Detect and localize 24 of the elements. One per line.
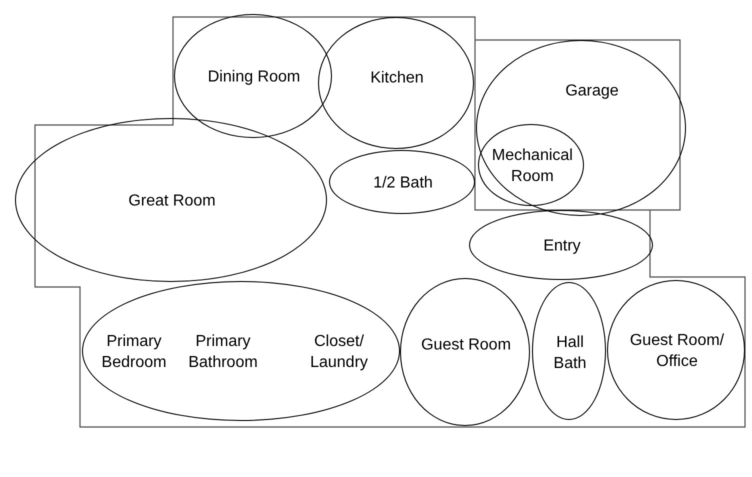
room-label: 1/2 Bath [372, 174, 434, 194]
room-label: Kitchen [369, 68, 425, 88]
room-bubble [400, 278, 530, 426]
room-label: Great Room [127, 192, 217, 212]
room-label: Primary Bedroom [100, 332, 168, 373]
room-label: Guest Room/ Office [628, 331, 726, 372]
room-label: Entry [542, 236, 582, 256]
room-label: Primary Bathroom [187, 332, 259, 373]
room-bubble [478, 124, 584, 206]
room-bubble [469, 210, 653, 280]
room-label: Closet/ Laundry [309, 332, 369, 373]
room-bubble [15, 118, 327, 282]
room-bubble [318, 17, 474, 149]
room-bubble [174, 14, 332, 138]
room-bubble [82, 281, 400, 421]
room-bubble [607, 280, 745, 420]
room-label: Hall Bath [552, 333, 588, 374]
room-label: Dining Room [206, 68, 302, 88]
room-label: Mechanical Room [490, 146, 574, 188]
room-bubble [532, 282, 606, 420]
room-bubble [476, 40, 686, 216]
room-label: Garage [564, 82, 620, 102]
room-label: Guest Room [420, 336, 512, 356]
room-bubble [329, 150, 475, 214]
